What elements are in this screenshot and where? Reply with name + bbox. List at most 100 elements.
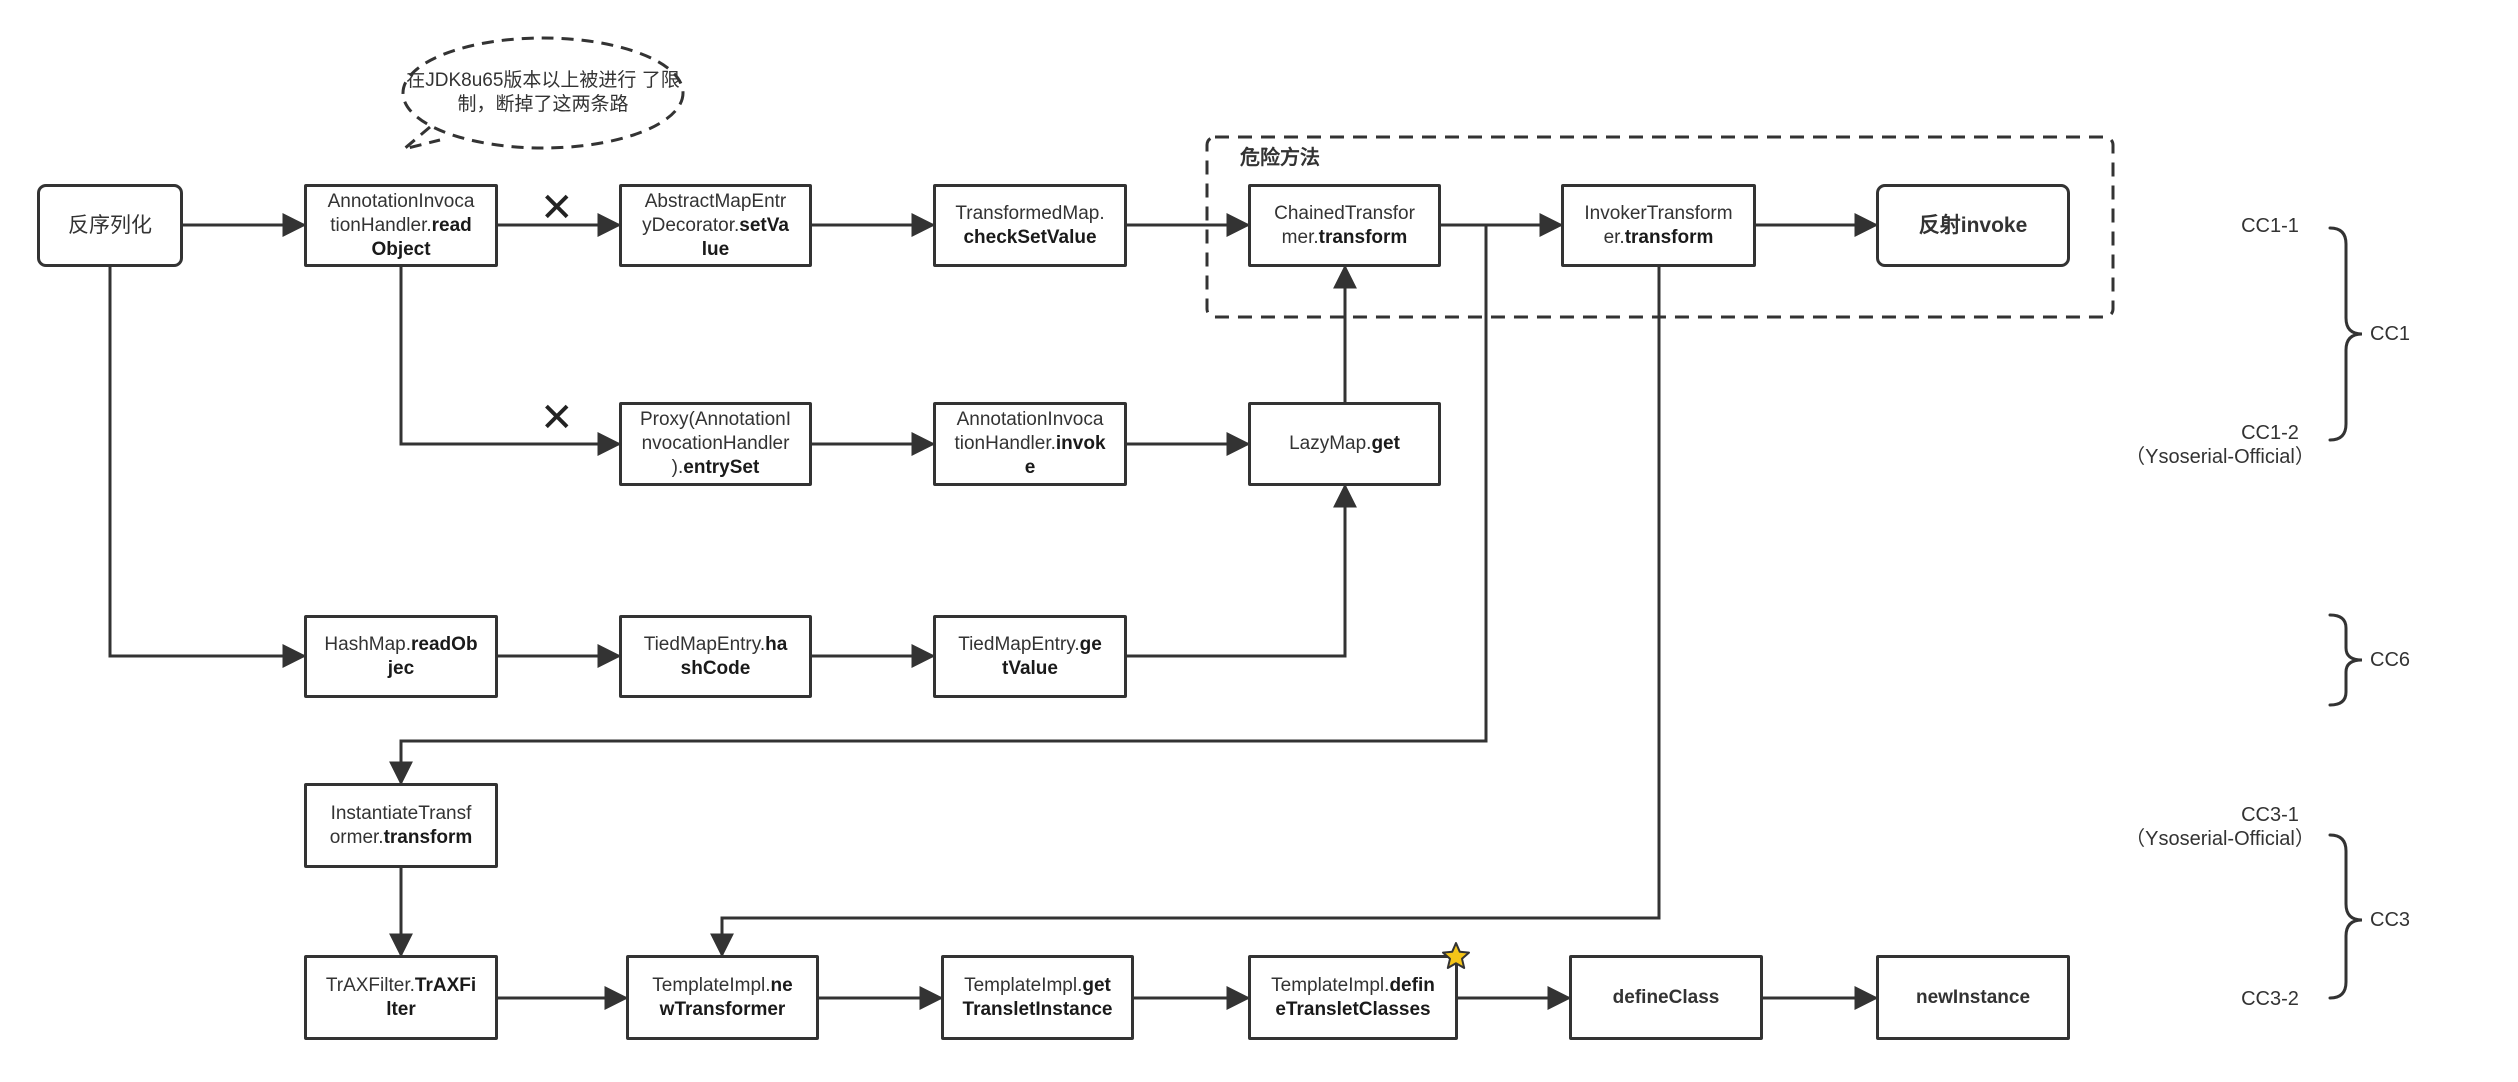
node-newinstance[interactable]: newInstance bbox=[1876, 955, 2070, 1040]
label-part: TemplateImpl. bbox=[964, 974, 1083, 996]
note-line-2: 了限制，断掉了这两条路 bbox=[457, 70, 680, 115]
label-part-bold: transform bbox=[383, 826, 473, 848]
label-part: TemplateImpl. bbox=[1271, 974, 1390, 996]
label-part: LazyMap. bbox=[1289, 433, 1372, 454]
label-part: nvocationHandler bbox=[641, 433, 790, 454]
label-part: AnnotationInvoca bbox=[327, 190, 475, 212]
label-part-bold: ne bbox=[770, 974, 793, 996]
label-part-bold: jec bbox=[387, 657, 415, 679]
node-tiedmapentry-hashcode[interactable]: TiedMapEntry.ha shCode bbox=[619, 615, 812, 698]
node-chained-transform[interactable]: ChainedTransfor mer.transform bbox=[1248, 184, 1441, 267]
node-defineclass[interactable]: defineClass bbox=[1569, 955, 1763, 1040]
node-newinstance-label: newInstance bbox=[1915, 986, 2031, 1008]
label-part-bold: get bbox=[1082, 974, 1111, 996]
label-part: TemplateImpl. bbox=[652, 974, 771, 996]
node-deserialize-label: 反序列化 bbox=[68, 213, 152, 237]
chain-label-cc1-1: CC1-1 bbox=[2241, 215, 2299, 237]
label-part-bold: eTransletClasses bbox=[1275, 998, 1431, 1020]
label-part-bold: invok bbox=[1055, 433, 1106, 454]
label-part: tionHandler. bbox=[330, 214, 432, 236]
label-part-bold: ge bbox=[1079, 633, 1102, 655]
note-bubble bbox=[401, 36, 685, 151]
label-part: yDecorator. bbox=[642, 214, 740, 236]
node-transformedmap-checksetvalue[interactable]: TransformedMap. checkSetValue bbox=[933, 184, 1127, 267]
label-part-bold: get bbox=[1371, 433, 1400, 454]
label-part: TrAXFilter. bbox=[325, 974, 415, 996]
node-annotation-invoke[interactable]: AnnotationInvoca tionHandler.invok e bbox=[933, 402, 1127, 486]
label-part-bold: read bbox=[431, 214, 472, 236]
label-part: TiedMapEntry. bbox=[643, 633, 766, 655]
node-tiedmapentry-getvalue[interactable]: TiedMapEntry.ge tValue bbox=[933, 615, 1127, 698]
label-part-bold: e bbox=[1024, 457, 1036, 478]
label-part: ormer. bbox=[329, 826, 384, 848]
label-part: AbstractMapEntr bbox=[644, 190, 787, 212]
label-part-bold: setVa bbox=[739, 214, 789, 236]
group-label-cc1: CC1 bbox=[2370, 323, 2411, 345]
blocked-cross-top: ✕ bbox=[540, 186, 574, 230]
chain-label-cc1-2: CC1-2 bbox=[2241, 422, 2299, 444]
group-label-cc6: CC6 bbox=[2370, 649, 2411, 671]
brace-cc1 bbox=[2328, 226, 2363, 442]
node-templateimpl-newtransformer[interactable]: TemplateImpl.ne wTransformer bbox=[626, 955, 819, 1040]
brace-cc3 bbox=[2328, 833, 2363, 1000]
edge-deserialize-to-hashmap bbox=[108, 267, 307, 668]
chain-label-cc3-2: CC3-2 bbox=[2241, 988, 2299, 1010]
note-line-1: 在JDK8u65版本以上被进行 bbox=[406, 70, 637, 91]
label-part: InvokerTransform bbox=[1584, 202, 1733, 224]
label-part-bold: ha bbox=[765, 633, 788, 655]
label-part-bold: shCode bbox=[680, 657, 751, 679]
label-part: AnnotationInvoca bbox=[956, 409, 1104, 430]
label-part-bold: readOb bbox=[411, 633, 478, 655]
node-deserialize[interactable]: 反序列化 bbox=[37, 184, 183, 267]
edge-invoker-to-newtransformer bbox=[710, 267, 1661, 958]
label-part-bold: transform bbox=[1624, 226, 1714, 248]
label-part-bold: entrySet bbox=[683, 457, 760, 478]
node-hashmap-readobject[interactable]: HashMap.readOb jec bbox=[304, 615, 498, 698]
node-templateimpl-gettransletinstance[interactable]: TemplateImpl.get TransletInstance bbox=[941, 955, 1134, 1040]
group-label-cc3: CC3 bbox=[2370, 909, 2411, 931]
label-part: ). bbox=[671, 457, 684, 478]
label-part: HashMap. bbox=[324, 633, 412, 655]
danger-group-label: 危险方法 bbox=[1240, 147, 1320, 169]
node-defineclass-label: defineClass bbox=[1612, 986, 1720, 1008]
label-part-bold: Object bbox=[371, 238, 431, 260]
label-part-bold: TransletInstance bbox=[962, 998, 1113, 1020]
star-icon bbox=[1442, 942, 1470, 969]
brace-cc6 bbox=[2328, 613, 2363, 707]
label-part-bold: defin bbox=[1389, 974, 1435, 996]
note-text: 在JDK8u65版本以上被进行 了限制，断掉了这两条路 bbox=[403, 69, 683, 117]
node-invoker-transform[interactable]: InvokerTransform er.transform bbox=[1561, 184, 1756, 267]
node-abstractmap-setvalue[interactable]: AbstractMapEntr yDecorator.setVa lue bbox=[619, 184, 812, 267]
node-traxfilter[interactable]: TrAXFilter.TrAXFi lter bbox=[304, 955, 498, 1040]
label-part: tionHandler. bbox=[954, 433, 1056, 454]
node-reflect-invoke-label: 反射invoke bbox=[1918, 213, 2028, 237]
label-part: TiedMapEntry. bbox=[958, 633, 1080, 655]
label-part: ChainedTransfor bbox=[1274, 202, 1415, 224]
label-part: TransformedMap. bbox=[955, 202, 1105, 224]
label-part-bold: tValue bbox=[1002, 657, 1058, 679]
edge-chained-to-instantiate bbox=[389, 223, 1488, 786]
label-part-bold: TrAXFi bbox=[414, 974, 477, 996]
chain-label-cc3-1: CC3-1 bbox=[2241, 804, 2299, 826]
node-templateimpl-definetransletclasses[interactable]: TemplateImpl.defin eTransletClasses bbox=[1248, 955, 1458, 1040]
edge-getvalue-to-lazymap bbox=[1127, 483, 1357, 658]
chain-label-cc3-1-sub: （Ysoserial-Official） bbox=[2125, 828, 2315, 850]
node-lazymap-get[interactable]: LazyMap.get bbox=[1248, 402, 1441, 486]
node-proxy-entryset[interactable]: Proxy(AnnotationI nvocationHandler ).ent… bbox=[619, 402, 812, 486]
label-part: mer. bbox=[1281, 226, 1319, 248]
label-part-bold: wTransformer bbox=[659, 998, 786, 1020]
label-part: InstantiateTransf bbox=[330, 802, 472, 824]
label-part-bold: lter bbox=[386, 998, 416, 1020]
chain-label-cc1-2-sub: （Ysoserial-Official） bbox=[2125, 446, 2315, 468]
node-instantiate-transform[interactable]: InstantiateTransf ormer.transform bbox=[304, 783, 498, 868]
label-part: Proxy(AnnotationI bbox=[639, 409, 792, 430]
label-part-bold: checkSetValue bbox=[963, 226, 1097, 248]
edge-readobject-to-proxy bbox=[399, 265, 622, 456]
blocked-cross-bottom: ✕ bbox=[540, 396, 574, 440]
node-reflect-invoke[interactable]: 反射invoke bbox=[1876, 184, 2070, 267]
label-part: er. bbox=[1603, 226, 1625, 248]
node-annotation-readobject[interactable]: AnnotationInvoca tionHandler.read Object bbox=[304, 184, 498, 267]
label-part-bold: lue bbox=[701, 238, 730, 260]
